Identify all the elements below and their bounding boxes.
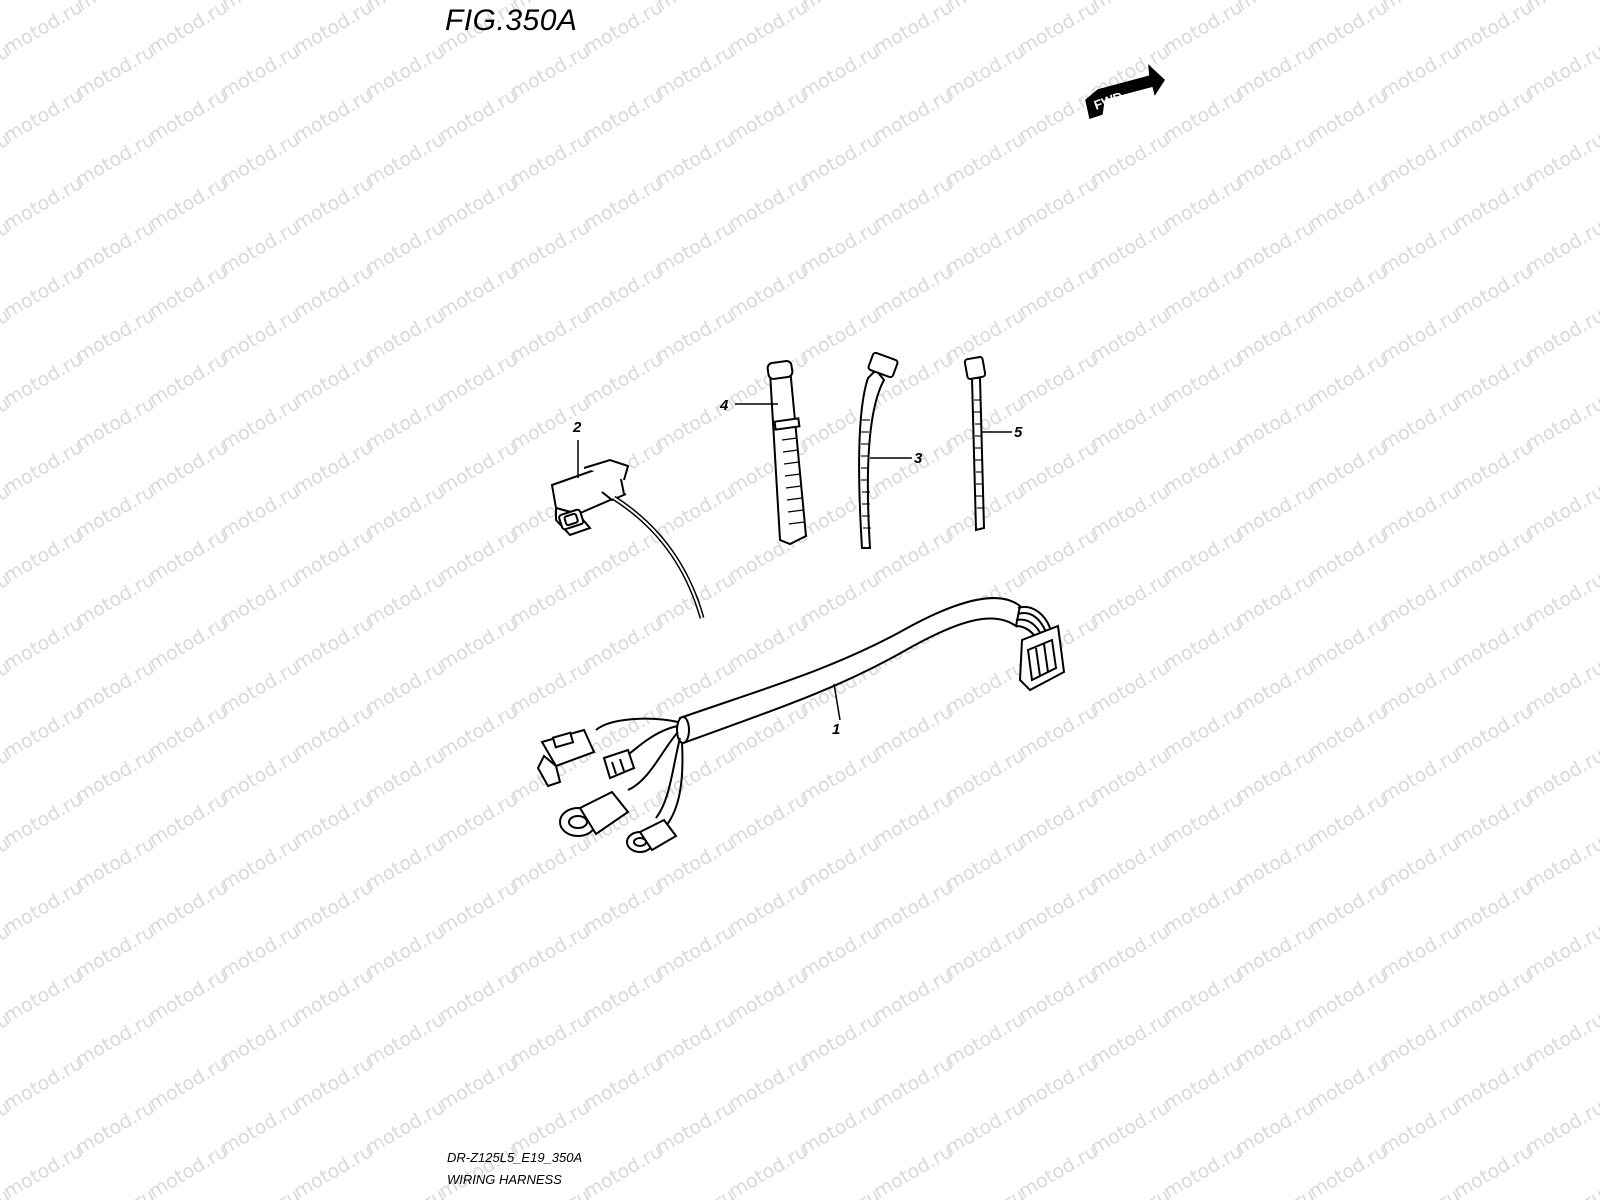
callout-4: 4	[719, 397, 729, 414]
fwd-arrow-icon: FWD	[1085, 64, 1165, 119]
wiring-harness-icon	[536, 597, 1066, 853]
callout-3: 3	[914, 450, 923, 467]
figure-name: WIRING HARNESS	[447, 1172, 562, 1187]
connector-clip-icon	[550, 440, 705, 619]
cable-tie-icon	[963, 356, 1012, 532]
clamp-band-icon	[735, 360, 808, 546]
figure-title: FIG.350A	[445, 4, 578, 37]
callout-5: 5	[1014, 424, 1023, 441]
callout-1: 1	[832, 721, 840, 738]
cable-tie-icon	[858, 351, 912, 549]
model-code: DR-Z125L5_E19_350A	[447, 1150, 583, 1165]
callout-2: 2	[572, 419, 582, 436]
